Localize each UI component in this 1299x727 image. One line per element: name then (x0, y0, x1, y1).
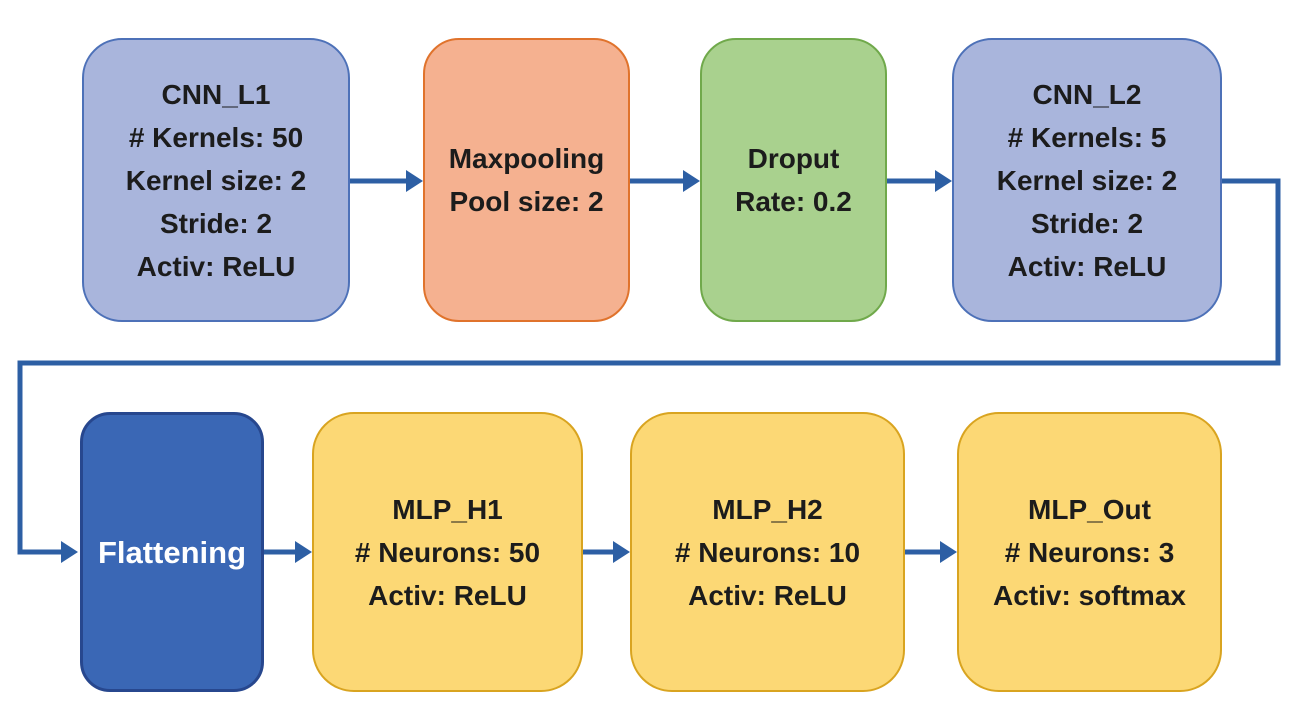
arrowhead-icon (61, 541, 78, 563)
node-mlp-h2: MLP_H2 # Neurons: 10 Activ: ReLU (630, 412, 905, 692)
node-cnn-l2: CNN_L2 # Kernels: 5 Kernel size: 2 Strid… (952, 38, 1222, 322)
arrow-cnn-l1-to-maxpooling (350, 170, 423, 192)
arrow-mlp-h1-to-mlp-h2 (583, 541, 630, 563)
node-param: # Neurons: 10 (674, 536, 861, 568)
node-param: Activ: ReLU (136, 250, 296, 282)
node-cnn-l1: CNN_L1 # Kernels: 50 Kernel size: 2 Stri… (82, 38, 350, 322)
node-title: MLP_H2 (712, 493, 823, 525)
node-param: Rate: 0.2 (735, 186, 852, 217)
node-droput: Droput Rate: 0.2 (700, 38, 887, 322)
arrow-mlp-h2-to-mlp-out (905, 541, 957, 563)
arrow-flattening-to-mlp-h1 (264, 541, 312, 563)
node-mlp-h1: MLP_H1 # Neurons: 50 Activ: ReLU (312, 412, 583, 692)
node-param: Kernel size: 2 (125, 164, 307, 196)
arrowhead-icon (613, 541, 630, 563)
node-param: # Neurons: 50 (354, 536, 541, 568)
node-param: Pool size: 2 (449, 186, 604, 217)
arrow-maxpooling-to-droput (630, 170, 700, 192)
node-param: # Neurons: 3 (1004, 536, 1175, 568)
node-title: Flattening (97, 534, 247, 570)
node-title: MLP_Out (1028, 493, 1151, 525)
node-param: # Kernels: 5 (1007, 121, 1167, 153)
node-flattening: Flattening (80, 412, 264, 692)
node-title: Maxpooling (448, 143, 605, 174)
node-param: Activ: softmax (993, 579, 1186, 611)
arrowhead-icon (940, 541, 957, 563)
node-param: Activ: ReLU (1007, 250, 1167, 282)
node-title: CNN_L1 (161, 78, 271, 110)
node-param: Kernel size: 2 (996, 164, 1178, 196)
node-title: CNN_L2 (1032, 78, 1142, 110)
arrowhead-icon (935, 170, 952, 192)
node-title: MLP_H1 (392, 493, 503, 525)
arrow-droput-to-cnn-l2 (887, 170, 952, 192)
node-mlp-out: MLP_Out # Neurons: 3 Activ: softmax (957, 412, 1222, 692)
node-title: Droput (747, 143, 840, 174)
arrowhead-icon (683, 170, 700, 192)
node-param: Stride: 2 (159, 207, 273, 239)
node-param: Activ: ReLU (368, 579, 527, 611)
node-param: Activ: ReLU (688, 579, 847, 611)
node-param: # Kernels: 50 (128, 121, 304, 153)
node-param: Stride: 2 (1030, 207, 1144, 239)
arrowhead-icon (406, 170, 423, 192)
arrowhead-icon (295, 541, 312, 563)
node-maxpooling: Maxpooling Pool size: 2 (423, 38, 630, 322)
